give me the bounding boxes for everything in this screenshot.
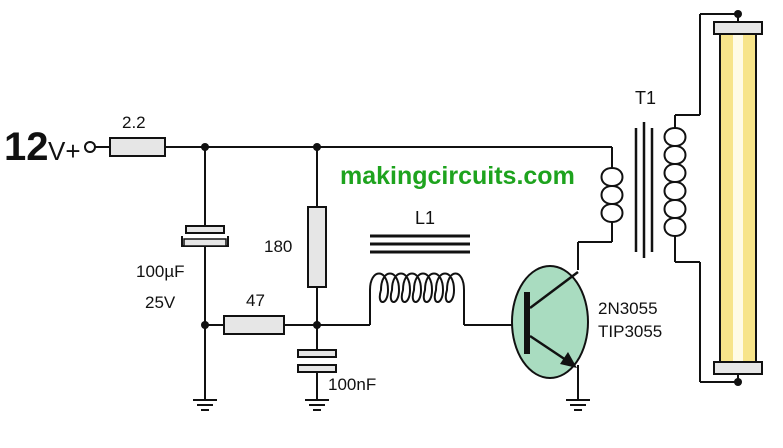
supply-terminal [84,141,96,153]
input-resistor [109,137,166,157]
electrolytic-capacitor [181,225,229,247]
junction-dots [201,10,742,386]
supply-polarity-label: V+ [48,136,81,166]
electrolytic-capacitor-value: 100µF [136,262,185,281]
transistor-part-1: 2N3055 [598,299,658,318]
bias-resistor-180 [307,206,327,288]
fluorescent-tube [713,14,763,382]
ground-symbol-1 [193,399,217,411]
input-resistor-label: 2.2 [122,113,146,132]
ground-symbol-3 [566,399,590,411]
inductor [369,234,470,325]
transformer [600,115,687,262]
bias-resistor-180-label: 180 [264,237,292,256]
website-label: makingcircuits.com [340,162,575,190]
ceramic-capacitor [297,349,337,373]
transformer-label: T1 [635,88,656,108]
bias-resistor-47-label: 47 [246,291,265,310]
wires [95,13,738,400]
ceramic-capacitor-label: 100nF [328,375,376,394]
supply-voltage-label: 12 [4,125,49,169]
bias-resistor-47 [223,315,285,335]
electrolytic-capacitor-voltage: 25V [145,293,176,312]
ground-symbol-2 [305,399,329,411]
transistor-part-2: TIP3055 [598,322,662,341]
transistor [511,265,589,379]
inductor-label: L1 [415,208,435,228]
